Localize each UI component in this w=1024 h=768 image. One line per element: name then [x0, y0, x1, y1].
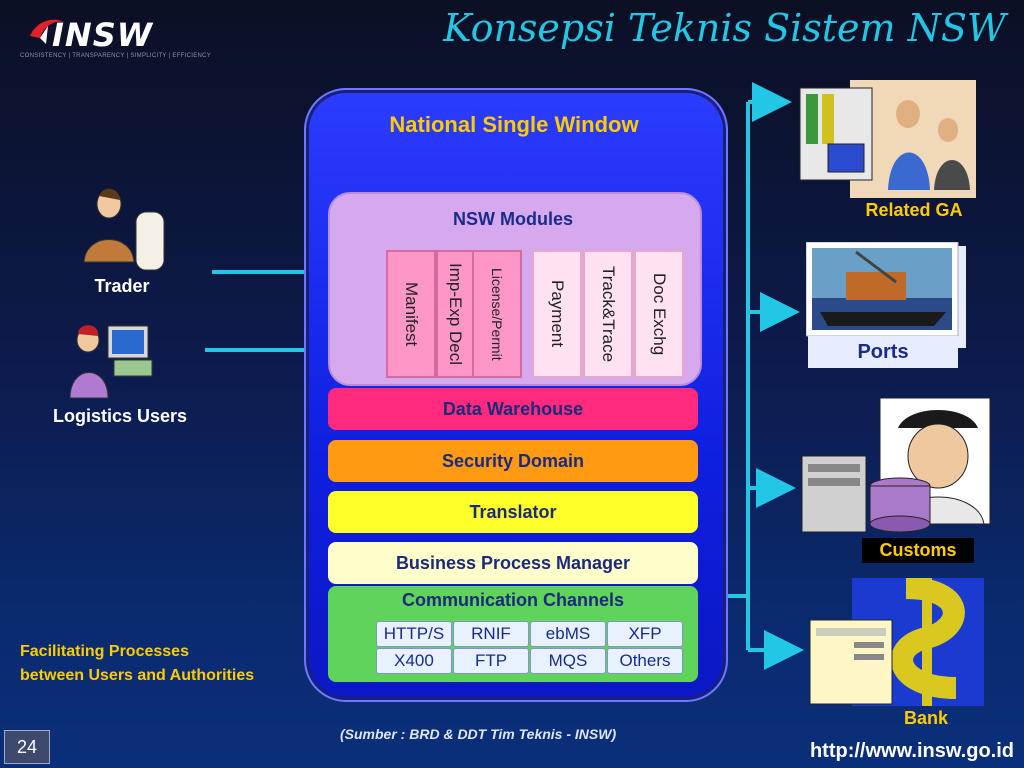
- facilitating-line1: Facilitating Processes: [20, 643, 189, 660]
- logo-text: INSW: [52, 16, 154, 54]
- module-doc-exchg: Doc Exchg: [634, 250, 684, 378]
- channel-xfp: XFP: [607, 621, 683, 647]
- source-caption: (Sumber : BRD & DDT Tim Teknis - INSW): [340, 726, 617, 742]
- channel-rnif: RNIF: [453, 621, 529, 647]
- website-link[interactable]: http://www.insw.go.id: [809, 740, 1014, 762]
- comm-title: Communication Channels: [401, 590, 625, 610]
- slide-number: 24: [4, 730, 50, 764]
- module-manifest: Manifest: [386, 250, 436, 378]
- bank-image: [809, 578, 984, 706]
- related-ga-image: [799, 80, 976, 198]
- layer-translator: Translator: [328, 491, 698, 533]
- logo-swoosh-icon: [30, 19, 64, 44]
- modules-title: NSW Modules: [453, 209, 573, 229]
- facilitating-caption: Facilitating Processes between Users and…: [20, 640, 254, 688]
- layer-business-process-manager: Business Process Manager: [328, 542, 698, 584]
- channel-ftp: FTP: [453, 648, 529, 674]
- logistics-users-label: Logistics Users: [52, 406, 188, 426]
- module-payment: Payment: [532, 250, 582, 378]
- trader-label: Trader: [94, 276, 150, 296]
- ports-label: Ports: [808, 336, 958, 368]
- module-license-permit: License/Permit: [472, 250, 522, 378]
- channel-others: Others: [607, 648, 683, 674]
- logistics-users-icon: [69, 325, 153, 399]
- logo-tagline: CONSISTENCY | TRANSPARENCY | SIMPLICITY …: [20, 53, 212, 59]
- page-title: Konsepsi Teknis Sistem NSW: [443, 6, 1006, 50]
- customs-image: [801, 398, 991, 533]
- trader-icon: [83, 188, 165, 271]
- facilitating-line2: between Users and Authorities: [20, 667, 255, 684]
- related-ga-label: Related GA: [865, 200, 963, 220]
- layer-data-warehouse: Data Warehouse: [328, 388, 698, 430]
- layer-security-domain: Security Domain: [328, 440, 698, 482]
- bank-label: Bank: [903, 708, 948, 728]
- ports-image: [806, 242, 966, 348]
- module-imp-exp-decl: Imp-Exp Decl: [436, 250, 474, 378]
- channel-ebms: ebMS: [530, 621, 606, 647]
- customs-label: Customs: [862, 538, 974, 563]
- channel-x400: X400: [376, 648, 452, 674]
- insw-logo: [18, 14, 178, 64]
- channel-https: HTTP/S: [376, 621, 452, 647]
- channel-mqs: MQS: [530, 648, 606, 674]
- module-track-trace: Track&Trace: [583, 250, 633, 378]
- nsw-title: National Single Window: [389, 112, 639, 137]
